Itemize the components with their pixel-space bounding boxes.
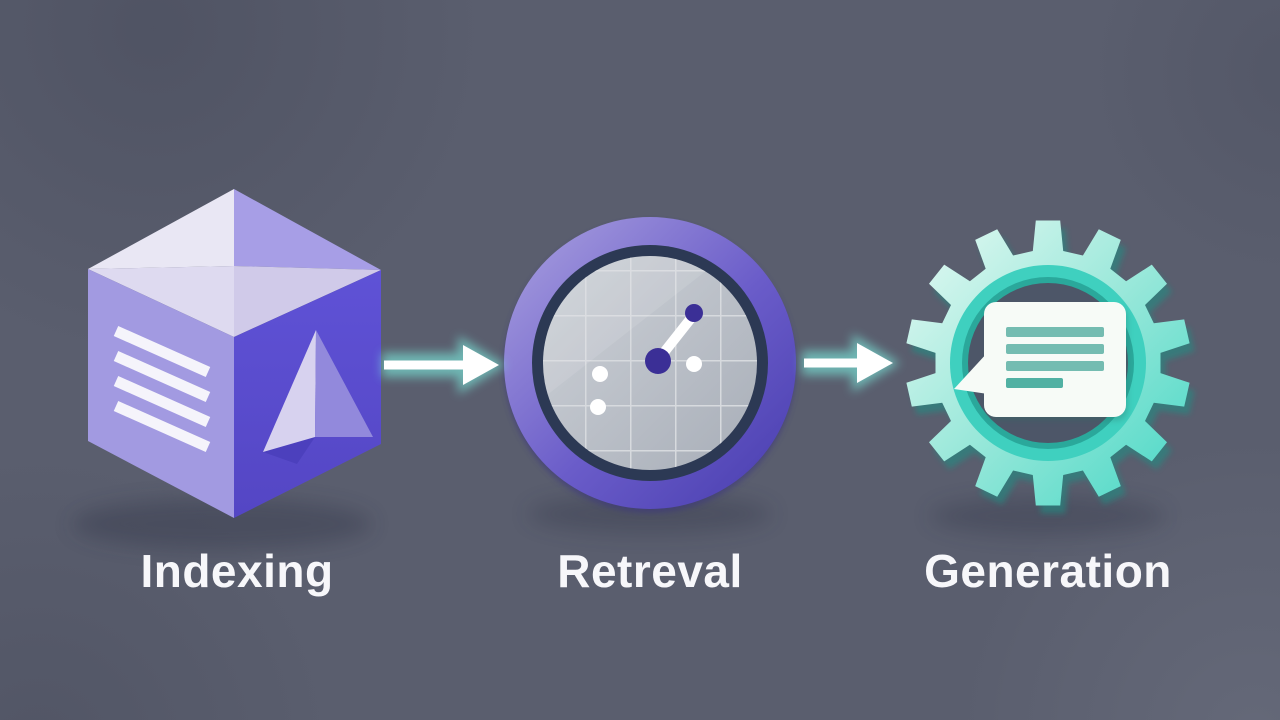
flow-arrow-2 (802, 334, 900, 392)
radar-scatter-icon (504, 217, 796, 513)
cube-left-face (88, 269, 234, 518)
gear-chat-icon (906, 220, 1195, 514)
ground-shadows (72, 494, 1166, 550)
document-lines-icon (113, 325, 211, 453)
chat-bubble-icon (954, 302, 1128, 421)
indexing-cube-icon (88, 189, 381, 518)
cube-right-face (234, 270, 381, 518)
stage-label-indexing: Indexing (140, 545, 334, 597)
pyramid-icon (263, 330, 373, 464)
radar-data-points (590, 304, 703, 415)
flow-arrow-1 (382, 336, 506, 394)
stage-label-generation: Generation (924, 545, 1172, 597)
stage-label-retrieval: Retreval (557, 545, 743, 597)
chat-text-lines (1006, 327, 1104, 388)
cube-top-face (88, 189, 381, 337)
radar-sheen (543, 256, 757, 417)
